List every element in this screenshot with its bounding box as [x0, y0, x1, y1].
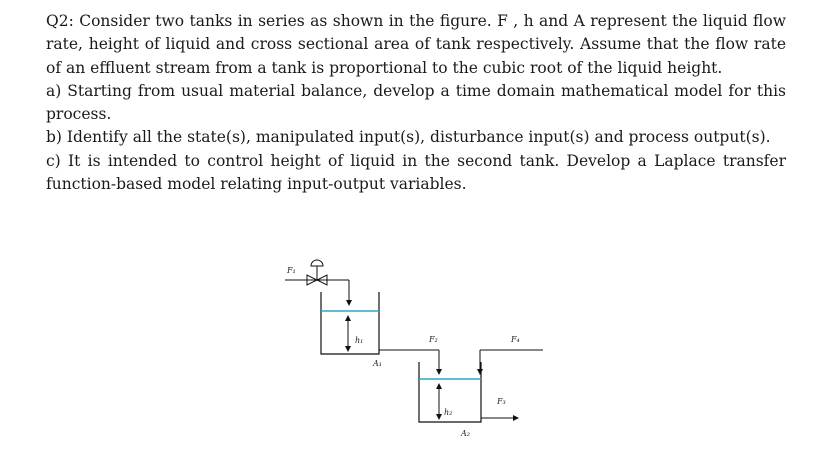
question-intro: Q2: Consider two tanks in series as show…: [46, 12, 786, 77]
label-f3: F₃: [496, 397, 506, 406]
label-f1: F₁: [286, 266, 296, 275]
tank-2: h₂ A₂: [418, 362, 482, 438]
question-part-c: c) It is intended to control height of l…: [46, 151, 786, 194]
two-tank-figure: F₁ h₁ A₁ F₂ F₄: [275, 250, 555, 450]
two-tank-diagram: F₁ h₁ A₁ F₂ F₄: [285, 259, 543, 438]
label-h1: h₁: [355, 336, 363, 345]
tank-1: h₁ A₁: [320, 292, 382, 368]
label-f4: F₄: [510, 335, 520, 344]
inlet-valve-icon: [306, 259, 328, 286]
label-h2: h₂: [444, 408, 452, 417]
question-part-a: a) Starting from usual material balance,…: [46, 81, 786, 124]
question-part-b: b) Identify all the state(s), manipulate…: [46, 128, 771, 147]
label-a2: A₂: [460, 429, 470, 438]
disturbance-stream-f4: F₄: [477, 335, 543, 375]
label-f2: F₂: [428, 335, 438, 344]
label-a1: A₁: [372, 359, 382, 368]
transfer-stream-f2: F₂: [379, 335, 442, 375]
question-text: Q2: Consider two tanks in series as show…: [46, 10, 786, 196]
outlet-stream-f3: F₃: [481, 397, 519, 421]
